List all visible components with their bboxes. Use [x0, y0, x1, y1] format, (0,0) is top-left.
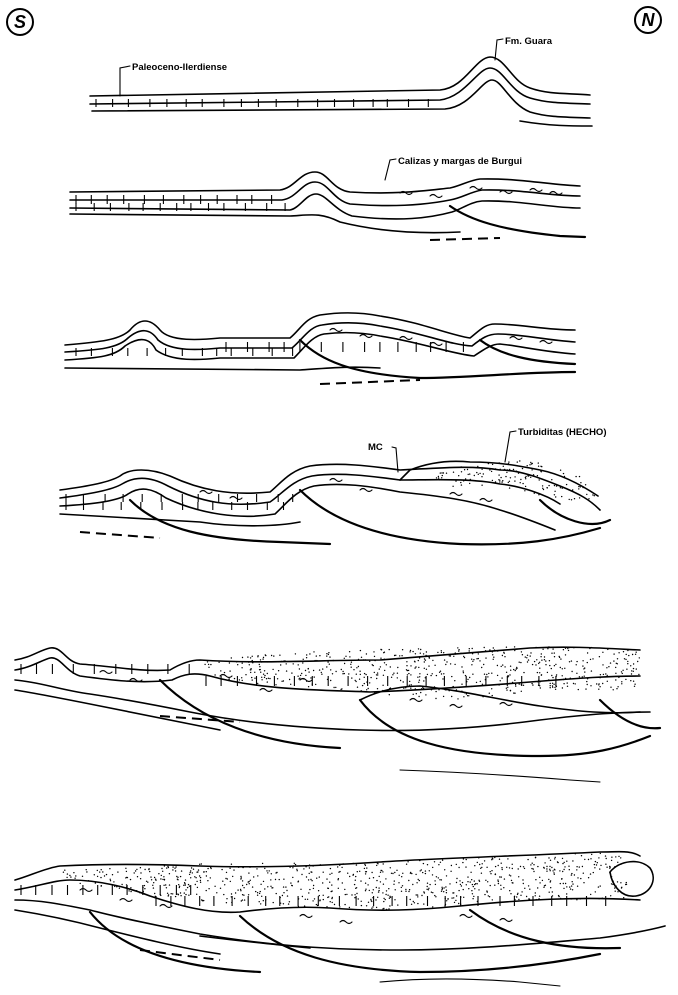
section-panel-5 [15, 647, 660, 782]
label-turbiditas: Turbiditas (HECHO) [518, 427, 607, 438]
section-panel-4: MC Turbiditas (HECHO) [60, 427, 610, 544]
section-panel-1: Paleoceno-Ilerdiense Fm. Guara [90, 36, 592, 126]
label-paleoceno: Paleoceno-Ilerdiense [132, 62, 227, 73]
label-burgui: Calizas y margas de Burgui [398, 156, 522, 167]
marl-wavy-texture [80, 187, 562, 924]
label-mc: MC [368, 442, 383, 453]
section-panel-3 [65, 313, 575, 384]
label-guara: Fm. Guara [505, 36, 553, 47]
turbidite-stipple-texture [63, 460, 640, 910]
section-panel-2: Calizas y margas de Burgui [70, 156, 585, 240]
